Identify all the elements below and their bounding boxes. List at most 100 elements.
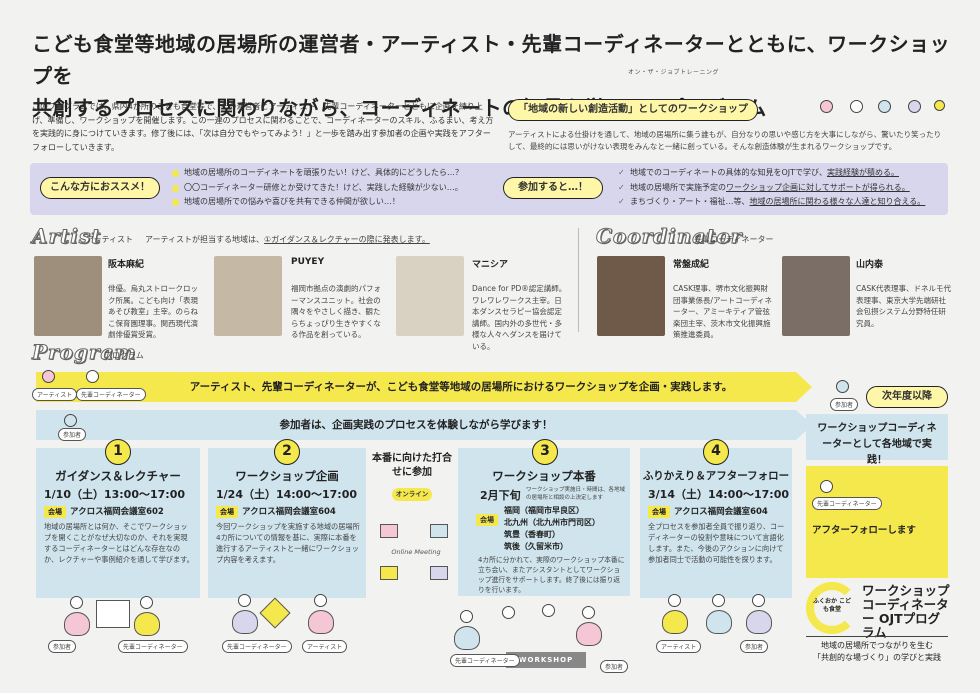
after-follow-text: アフターフォローします	[812, 525, 916, 536]
step-2-num: 2	[274, 439, 300, 465]
coordinator-bubble: 先輩コーディネーター	[450, 654, 520, 667]
artist-photo-1	[34, 256, 102, 336]
artist-photo-3	[396, 256, 464, 336]
headline-line1: こども食堂等地域の居場所の運営者・アーティスト・先輩コーディネーターとともに、ワ…	[32, 32, 951, 88]
step-2-desc: 今回ワークショップを実施する地域の居場所4カ所についての情報を基に、実際に本番を…	[216, 522, 360, 564]
face-icon	[42, 370, 55, 383]
program-sub: プログラム	[104, 351, 144, 360]
artist-photo-2	[214, 256, 282, 336]
step-1-date: 1/10（土）13:00〜17:00	[44, 488, 186, 501]
intro-text: このプログラムでは、県内4か所のこども食堂等で、その運営者とアーティスト、先輩コ…	[32, 102, 494, 152]
artist-desc-3: Dance for PD®認定講師。ワレワレワークス主宰。日本ダンスセラピー協会…	[472, 284, 567, 351]
artist-bubble: アーティスト	[302, 640, 348, 653]
tagline-line1: 地域の居場所でつながりを生む	[821, 641, 933, 650]
participant-bubble: 参加者	[58, 428, 87, 441]
coordinator-title: Coordinator	[595, 224, 743, 249]
screen-icon	[430, 524, 448, 538]
step-2-card	[208, 448, 366, 598]
tagline-line2: 「共創的な場づくり」の学びと実践	[813, 653, 941, 662]
logo-title: ワークショップ コーディネーター OJTプログラム	[862, 583, 950, 640]
face-icon	[878, 100, 891, 113]
face-icon	[908, 100, 921, 113]
coordinator-bubble: 先輩コーディネーター	[812, 497, 882, 510]
coordinator-name-2: 山内泰	[856, 260, 884, 270]
participant-bubble: 参加者	[740, 640, 769, 653]
step-3-venue-tag-wrap: 会場	[476, 507, 502, 526]
face-icon	[64, 414, 77, 427]
step-1-card	[36, 448, 200, 598]
face-icon	[140, 596, 153, 609]
person-figure	[706, 610, 732, 634]
online-screen-label: Online Meeting	[391, 548, 441, 556]
step-3-title: ワークショップ本番	[492, 469, 596, 483]
venue-line: 筑後（久留米市）	[504, 542, 568, 551]
coordinator-desc-1: CASK理事、堺市文化振興財団事業係長/アートコーディネーター、アミーキティア管…	[673, 284, 773, 339]
workshop-sign: WORKSHOP	[506, 652, 586, 668]
benefit-text: まちづくり・アート・福祉…等、	[630, 197, 750, 206]
artist-note-highlight: ①ガイダンス＆レクチャーの際に発表します。	[264, 235, 430, 244]
face-icon	[314, 594, 327, 607]
step-2-date: 1/24（土）14:00〜17:00	[216, 488, 358, 501]
step-4-num: 4	[703, 439, 729, 465]
next-year-text: ワークショップコーディネーターとして各地域で実践！	[806, 414, 948, 466]
recommend-label: こんな方におススメ！	[40, 177, 160, 199]
person-figure	[308, 610, 334, 634]
step-3-date-note: ワークショップ実施日・時間は、各地域の居場所と相談の上決定します	[526, 487, 626, 501]
venue-line: 福岡（福岡市早良区）	[504, 506, 584, 515]
step-4-title: ふりかえり＆アフターフォロー	[642, 470, 790, 482]
face-icon	[820, 480, 833, 493]
recommend-list: 地域の居場所のコーディネートを頑張りたい！けど、具体的にどうしたら…？ 〇〇コー…	[172, 166, 502, 210]
person-figure	[746, 610, 772, 634]
artist-note: アーティストが担当する地域は、①ガイダンス＆レクチャーの際に発表します。	[145, 234, 430, 245]
venue-line: 筑豊（香春町）	[504, 530, 560, 539]
person-figure	[576, 622, 602, 646]
flow-yellow-text: アーティスト、先輩コーディネーターが、こども食堂等地域の居場所におけるワークショ…	[189, 381, 733, 393]
flow-arrow-blue: 参加者は、企画実践のプロセスを体験しながら学びます！	[36, 410, 812, 440]
face-icon	[502, 606, 515, 619]
step-3-illustration: WORKSHOP 先輩コーディネーター 参加者	[450, 600, 640, 688]
step-2-title: ワークショップ企画	[235, 469, 339, 483]
artist-note-text: アーティストが担当する地域は、	[145, 235, 265, 244]
artist-bubble: アーティスト	[32, 388, 78, 401]
logo-ring	[806, 582, 858, 634]
artist-sub: アーティスト	[86, 235, 134, 244]
flow-arrow-yellow: アーティスト、先輩コーディネーターが、こども食堂等地域の居場所におけるワークショ…	[36, 372, 812, 402]
face-icon	[460, 610, 473, 623]
venue-tag: 会場	[648, 506, 670, 518]
coordinator-bubble: 先輩コーディネーター	[118, 640, 188, 653]
recommend-item: 地域の居場所のコーディネートを頑張りたい！けど、具体的にどうしたら…？	[172, 166, 502, 181]
screen-icon	[380, 524, 398, 538]
logo-divider	[806, 636, 948, 637]
artist-bubble: アーティスト	[656, 640, 702, 653]
screen-icon	[380, 566, 398, 580]
next-year-label: 次年度以降	[866, 386, 948, 408]
artist-name-2: PUYEY	[291, 257, 325, 267]
face-icon	[712, 594, 725, 607]
step-4-venue: 会場アクロス福岡会議室604	[648, 505, 768, 518]
person-figure	[662, 610, 688, 634]
person-figure	[134, 612, 160, 636]
step-1-desc: 地域の居場所とは何か、そこでワークショップを開くことがなぜ大切なのか、それを実現…	[44, 522, 194, 564]
benefit-item: まちづくり・アート・福祉…等、地域の居場所に関わる様々な人達と知り合える。	[618, 195, 948, 210]
step-4-desc: 全プロセスを参加者全員で振り返り、コーディネーターの役割や意味について言語化しま…	[648, 522, 785, 564]
benefits-label: 参加すると…！	[503, 177, 603, 199]
artist-name-3: マニシア	[472, 260, 509, 270]
benefit-item: 地域でのコーディネートの具体的な知見をOJTで学び、実践経験が積める。	[618, 166, 948, 181]
face-icon	[86, 370, 99, 383]
participant-bubble: 参加者	[830, 398, 859, 411]
step-4-date: 3/14（土）14:00〜17:00	[648, 488, 790, 501]
coordinator-sub: 先輩コーディネーター	[694, 235, 774, 244]
logo-tagline: 地域の居場所でつながりを生む 「共創的な場づくり」の学びと実践	[806, 640, 948, 664]
face-icon	[752, 594, 765, 607]
step-4-card	[640, 448, 792, 598]
program-title: Program	[32, 340, 137, 365]
benefit-highlight: 地域の居場所に関わる様々な人達と知り合える。	[749, 197, 926, 206]
benefit-highlight: ワークショップ企画に対してサポートが得られる。	[726, 182, 910, 192]
face-icon	[582, 606, 595, 619]
divider	[578, 228, 579, 332]
benefit-text: 地域の居場所で実施予定の	[630, 182, 726, 192]
venue-line: 北九州（北九州市門司区）	[504, 518, 600, 527]
face-icon	[820, 100, 833, 113]
artist-title: Artist	[31, 224, 102, 249]
benefit-item: 地域の居場所で実施予定のワークショップ企画に対してサポートが得られる。	[618, 181, 948, 196]
